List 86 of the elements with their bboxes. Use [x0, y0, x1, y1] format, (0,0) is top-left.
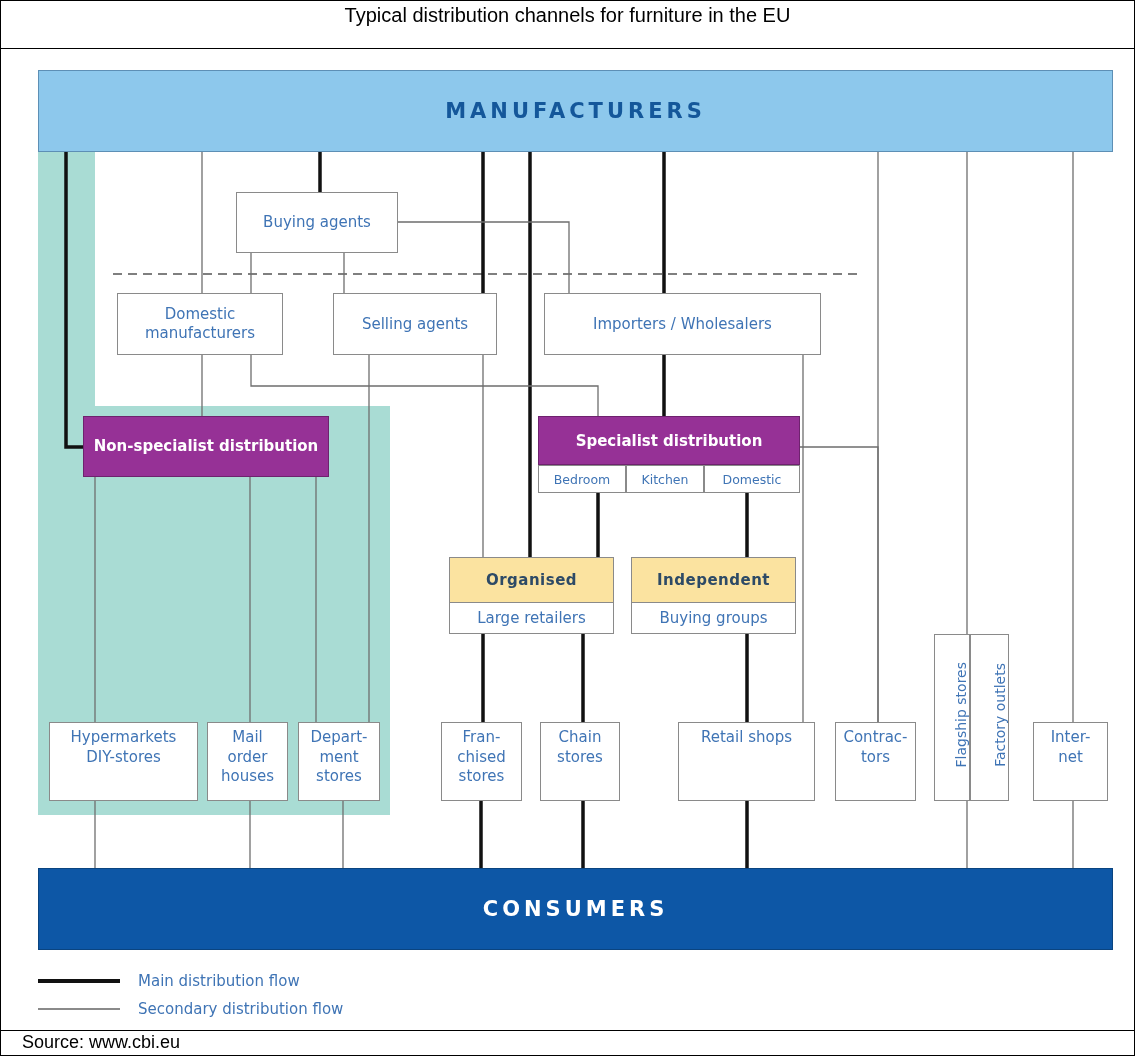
channel-box: [236, 192, 398, 253]
flow-line: [318, 152, 322, 192]
diagram-title: Typical distribution channels for furniture in the EU: [344, 4, 791, 26]
flow-line: [94, 476, 96, 723]
flow-line: [201, 151, 203, 294]
flow-line: [745, 493, 749, 557]
flow-line: [799, 446, 879, 723]
channel-box: [970, 634, 1009, 801]
flow-line: [94, 800, 96, 869]
channel-box: [544, 293, 821, 355]
segment-cell: [538, 465, 626, 493]
legend-label: Main distribution flow: [138, 972, 300, 990]
node-label: Kitchen: [641, 471, 689, 487]
node-subtext: Large retailers: [477, 609, 586, 627]
channel-box: [1033, 722, 1108, 801]
node-label: Retail shops: [700, 728, 793, 748]
node-label: Domestic manufacturers: [144, 305, 256, 343]
flow-line: [64, 152, 83, 449]
segment-cell: [626, 465, 704, 493]
node-label: Hypermarkets DIY-stores: [69, 728, 178, 767]
flow-line: [201, 354, 203, 417]
channel-box: [117, 293, 283, 355]
flow-line: [662, 355, 666, 416]
node-label: Bedroom: [553, 471, 611, 487]
flow-line: [1072, 800, 1074, 869]
category-heading: Specialist distribution: [538, 416, 800, 465]
node-label: Non-specialist distribution: [93, 437, 319, 456]
flow-line: [528, 152, 532, 557]
flow-line: [1072, 151, 1074, 723]
node-subtext: Buying groups: [659, 609, 768, 627]
flow-line: [368, 354, 370, 723]
consumer-band: [38, 868, 1113, 950]
flow-line: [745, 634, 749, 722]
heading-band: Independent: [632, 558, 795, 603]
legend-label: Secondary distribution flow: [138, 1000, 344, 1018]
node-label: Mail order houses: [219, 728, 276, 787]
flow-line: [662, 152, 666, 293]
retail-group-box: [449, 557, 614, 634]
heading-band: Organised: [450, 558, 613, 603]
category-box: [83, 416, 329, 477]
node-label: Selling agents: [360, 314, 470, 334]
channel-box: [835, 722, 916, 801]
segment-cell: [704, 465, 800, 493]
flow-line: [342, 800, 344, 869]
flow-line: [250, 354, 599, 417]
category-box: [538, 416, 800, 493]
flow-line: [481, 634, 485, 722]
flow-line: [966, 151, 968, 635]
node-label: Chain stores: [556, 728, 604, 767]
source-caption: Source: www.cbi.eu: [22, 1032, 181, 1053]
flow-line: [479, 801, 483, 868]
node-label: Importers / Wholesalers: [592, 314, 773, 334]
retail-group-box: [631, 557, 796, 634]
node-label: Buying agents: [262, 213, 372, 232]
node-label: CONSUMERS: [482, 897, 669, 921]
channel-box: [207, 722, 288, 801]
flow-line: [745, 801, 749, 868]
flow-line: [581, 634, 585, 722]
supplier-band: [38, 70, 1113, 152]
flow-line: [482, 354, 484, 558]
channel-box: [678, 722, 815, 801]
node-label: Depart- ment stores: [309, 728, 369, 787]
channel-box: [441, 722, 522, 801]
flow-line: [481, 152, 485, 293]
flow-line: [581, 801, 585, 868]
channel-box: [333, 293, 497, 355]
channel-box: [934, 634, 970, 801]
node-label: Inter- net: [1049, 728, 1092, 767]
node-label: Factory outlets: [992, 662, 1008, 767]
flow-line: [249, 476, 251, 723]
flow-line: [315, 476, 317, 723]
node-label: Fran- chised stores: [456, 728, 507, 787]
node-label: Domestic: [722, 471, 782, 487]
flow-line: [250, 252, 252, 294]
node-label: MANUFACTURERS: [445, 99, 706, 123]
channel-box: [298, 722, 380, 801]
flow-line: [397, 221, 570, 294]
node-label: Flagship stores: [953, 661, 969, 768]
flow-line: [596, 493, 600, 557]
flow-line: [802, 354, 804, 723]
flow-line: [343, 252, 345, 294]
channel-box: [540, 722, 620, 801]
node-label: Contrac- tors: [842, 728, 909, 767]
channel-box: [49, 722, 198, 801]
flow-line: [249, 800, 251, 869]
flow-line: [966, 800, 968, 869]
